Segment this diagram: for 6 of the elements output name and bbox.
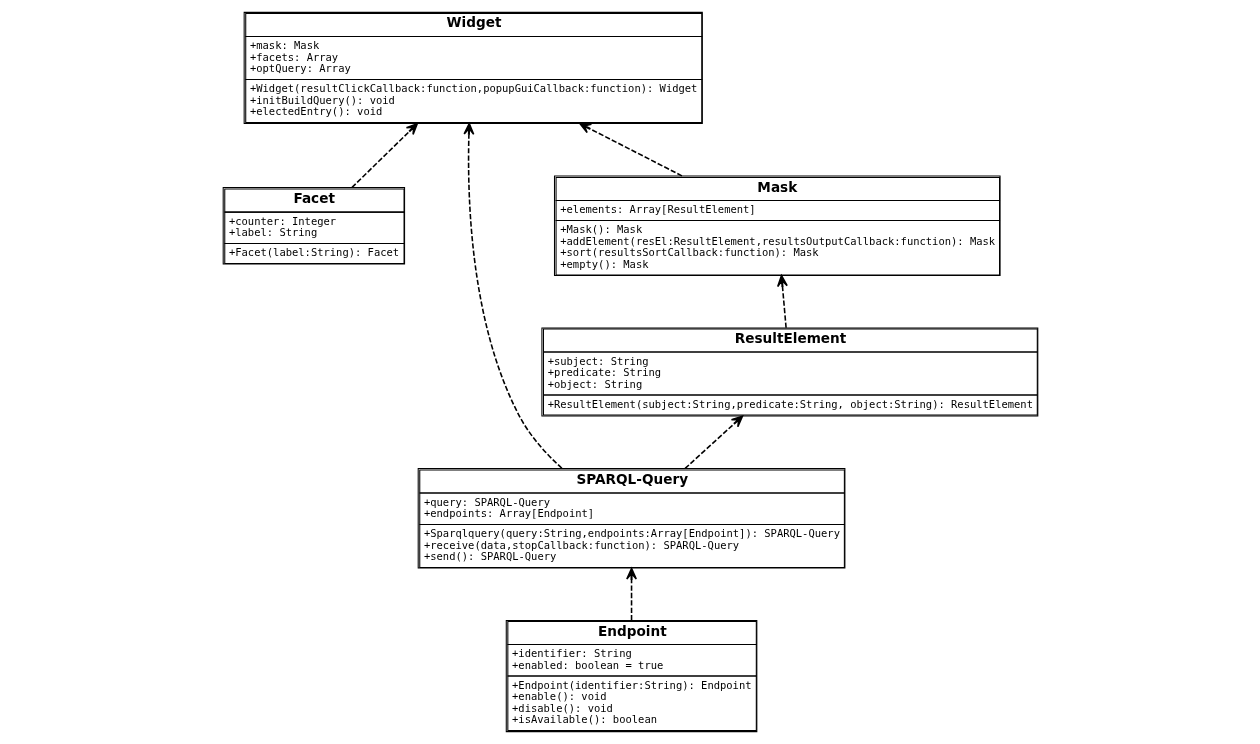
arrow <box>625 567 637 621</box>
arrow <box>578 122 683 177</box>
arrow <box>683 415 743 470</box>
arrow <box>462 122 563 469</box>
arrow <box>350 122 418 189</box>
arrow <box>776 274 788 329</box>
